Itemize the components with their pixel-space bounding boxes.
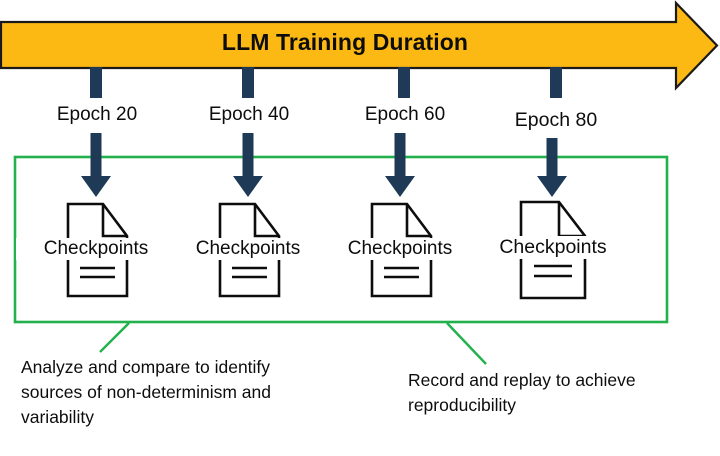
timeline-tick-epoch-20 — [90, 67, 102, 98]
checkpoint-label-3: Checkpoints — [320, 238, 480, 260]
epoch-label-80: Epoch 80 — [514, 109, 598, 131]
epoch-label-60: Epoch 60 — [364, 104, 446, 125]
down-arrow-epoch-40 — [233, 133, 263, 197]
timeline-banner-arrow — [0, 0, 719, 91]
checkpoint-group-box — [13, 155, 669, 324]
down-arrow-epoch-20 — [81, 133, 111, 197]
page-title: LLM Training Duration — [221, 29, 469, 55]
timeline-tick-epoch-40 — [242, 67, 254, 98]
timeline-tick-epoch-80 — [550, 67, 562, 98]
down-arrow-epoch-80 — [537, 138, 567, 197]
epoch-label-40: Epoch 40 — [208, 104, 290, 125]
callout-text-analyze: Analyze and compare to identify sources … — [21, 357, 271, 427]
down-arrow-epoch-60 — [385, 133, 415, 197]
callout-leader-left — [99, 322, 130, 353]
timeline-tick-epoch-60 — [398, 67, 410, 98]
document-icon-2 — [218, 202, 281, 298]
checkpoint-label-4: Checkpoints — [471, 236, 635, 259]
checkpoint-label-2: Checkpoints — [168, 238, 328, 260]
callout-text-record: Record and replay to achieve reproducibi… — [408, 370, 636, 415]
epoch-label-20: Epoch 20 — [56, 104, 138, 125]
checkpoint-label-1: Checkpoints — [16, 238, 176, 260]
document-icon-3 — [370, 202, 433, 298]
callout-leader-right — [446, 322, 487, 365]
document-icon-1 — [66, 202, 129, 298]
